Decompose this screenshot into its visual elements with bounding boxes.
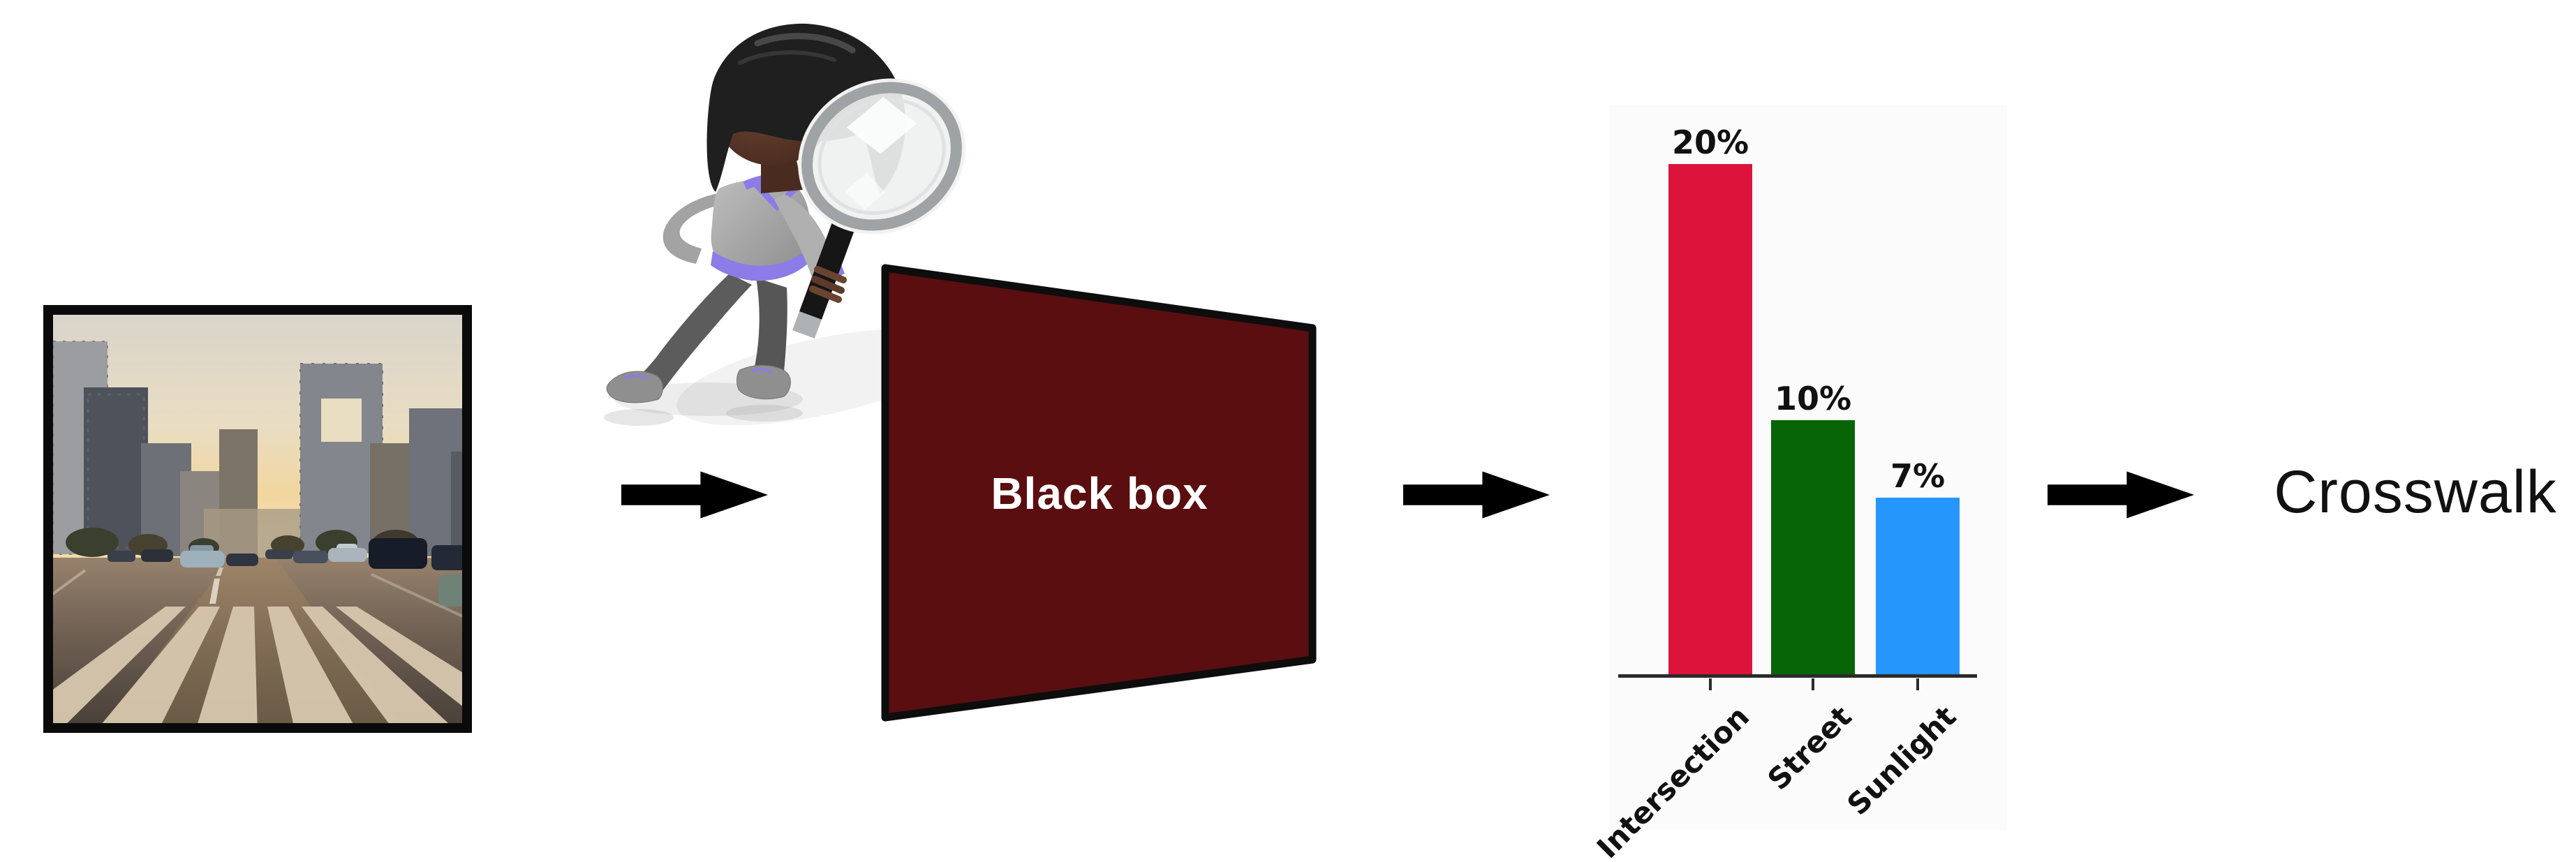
bar-intersection bbox=[1668, 164, 1752, 677]
bar-value-label: 20% bbox=[1671, 124, 1749, 161]
bar-street bbox=[1771, 420, 1855, 677]
bar-value-label: 7% bbox=[1890, 457, 1946, 495]
x-axis-line bbox=[1618, 674, 1977, 678]
bar-value-label: 10% bbox=[1774, 380, 1852, 417]
person-with-magnifier-graphic bbox=[604, 23, 965, 426]
x-axis-tick bbox=[1812, 678, 1814, 690]
flow-arrow-input-to-model bbox=[621, 471, 768, 519]
prediction-label: Crosswalk bbox=[2274, 459, 2557, 526]
flow-arrow-explanation-to-prediction bbox=[2048, 471, 2194, 519]
x-axis-tick bbox=[1709, 678, 1712, 690]
black-box-label: Black box bbox=[991, 468, 1208, 519]
black-box-shape bbox=[881, 264, 1317, 722]
flow-arrow-model-to-explanation bbox=[1403, 471, 1550, 519]
magnifying-glass-icon bbox=[792, 78, 965, 339]
inspector-person-illustration bbox=[597, 14, 967, 447]
x-axis-tick bbox=[1916, 678, 1919, 690]
bar-sunlight bbox=[1876, 498, 1960, 677]
street-photo-graphic bbox=[43, 305, 472, 733]
input-street-image bbox=[43, 305, 472, 733]
